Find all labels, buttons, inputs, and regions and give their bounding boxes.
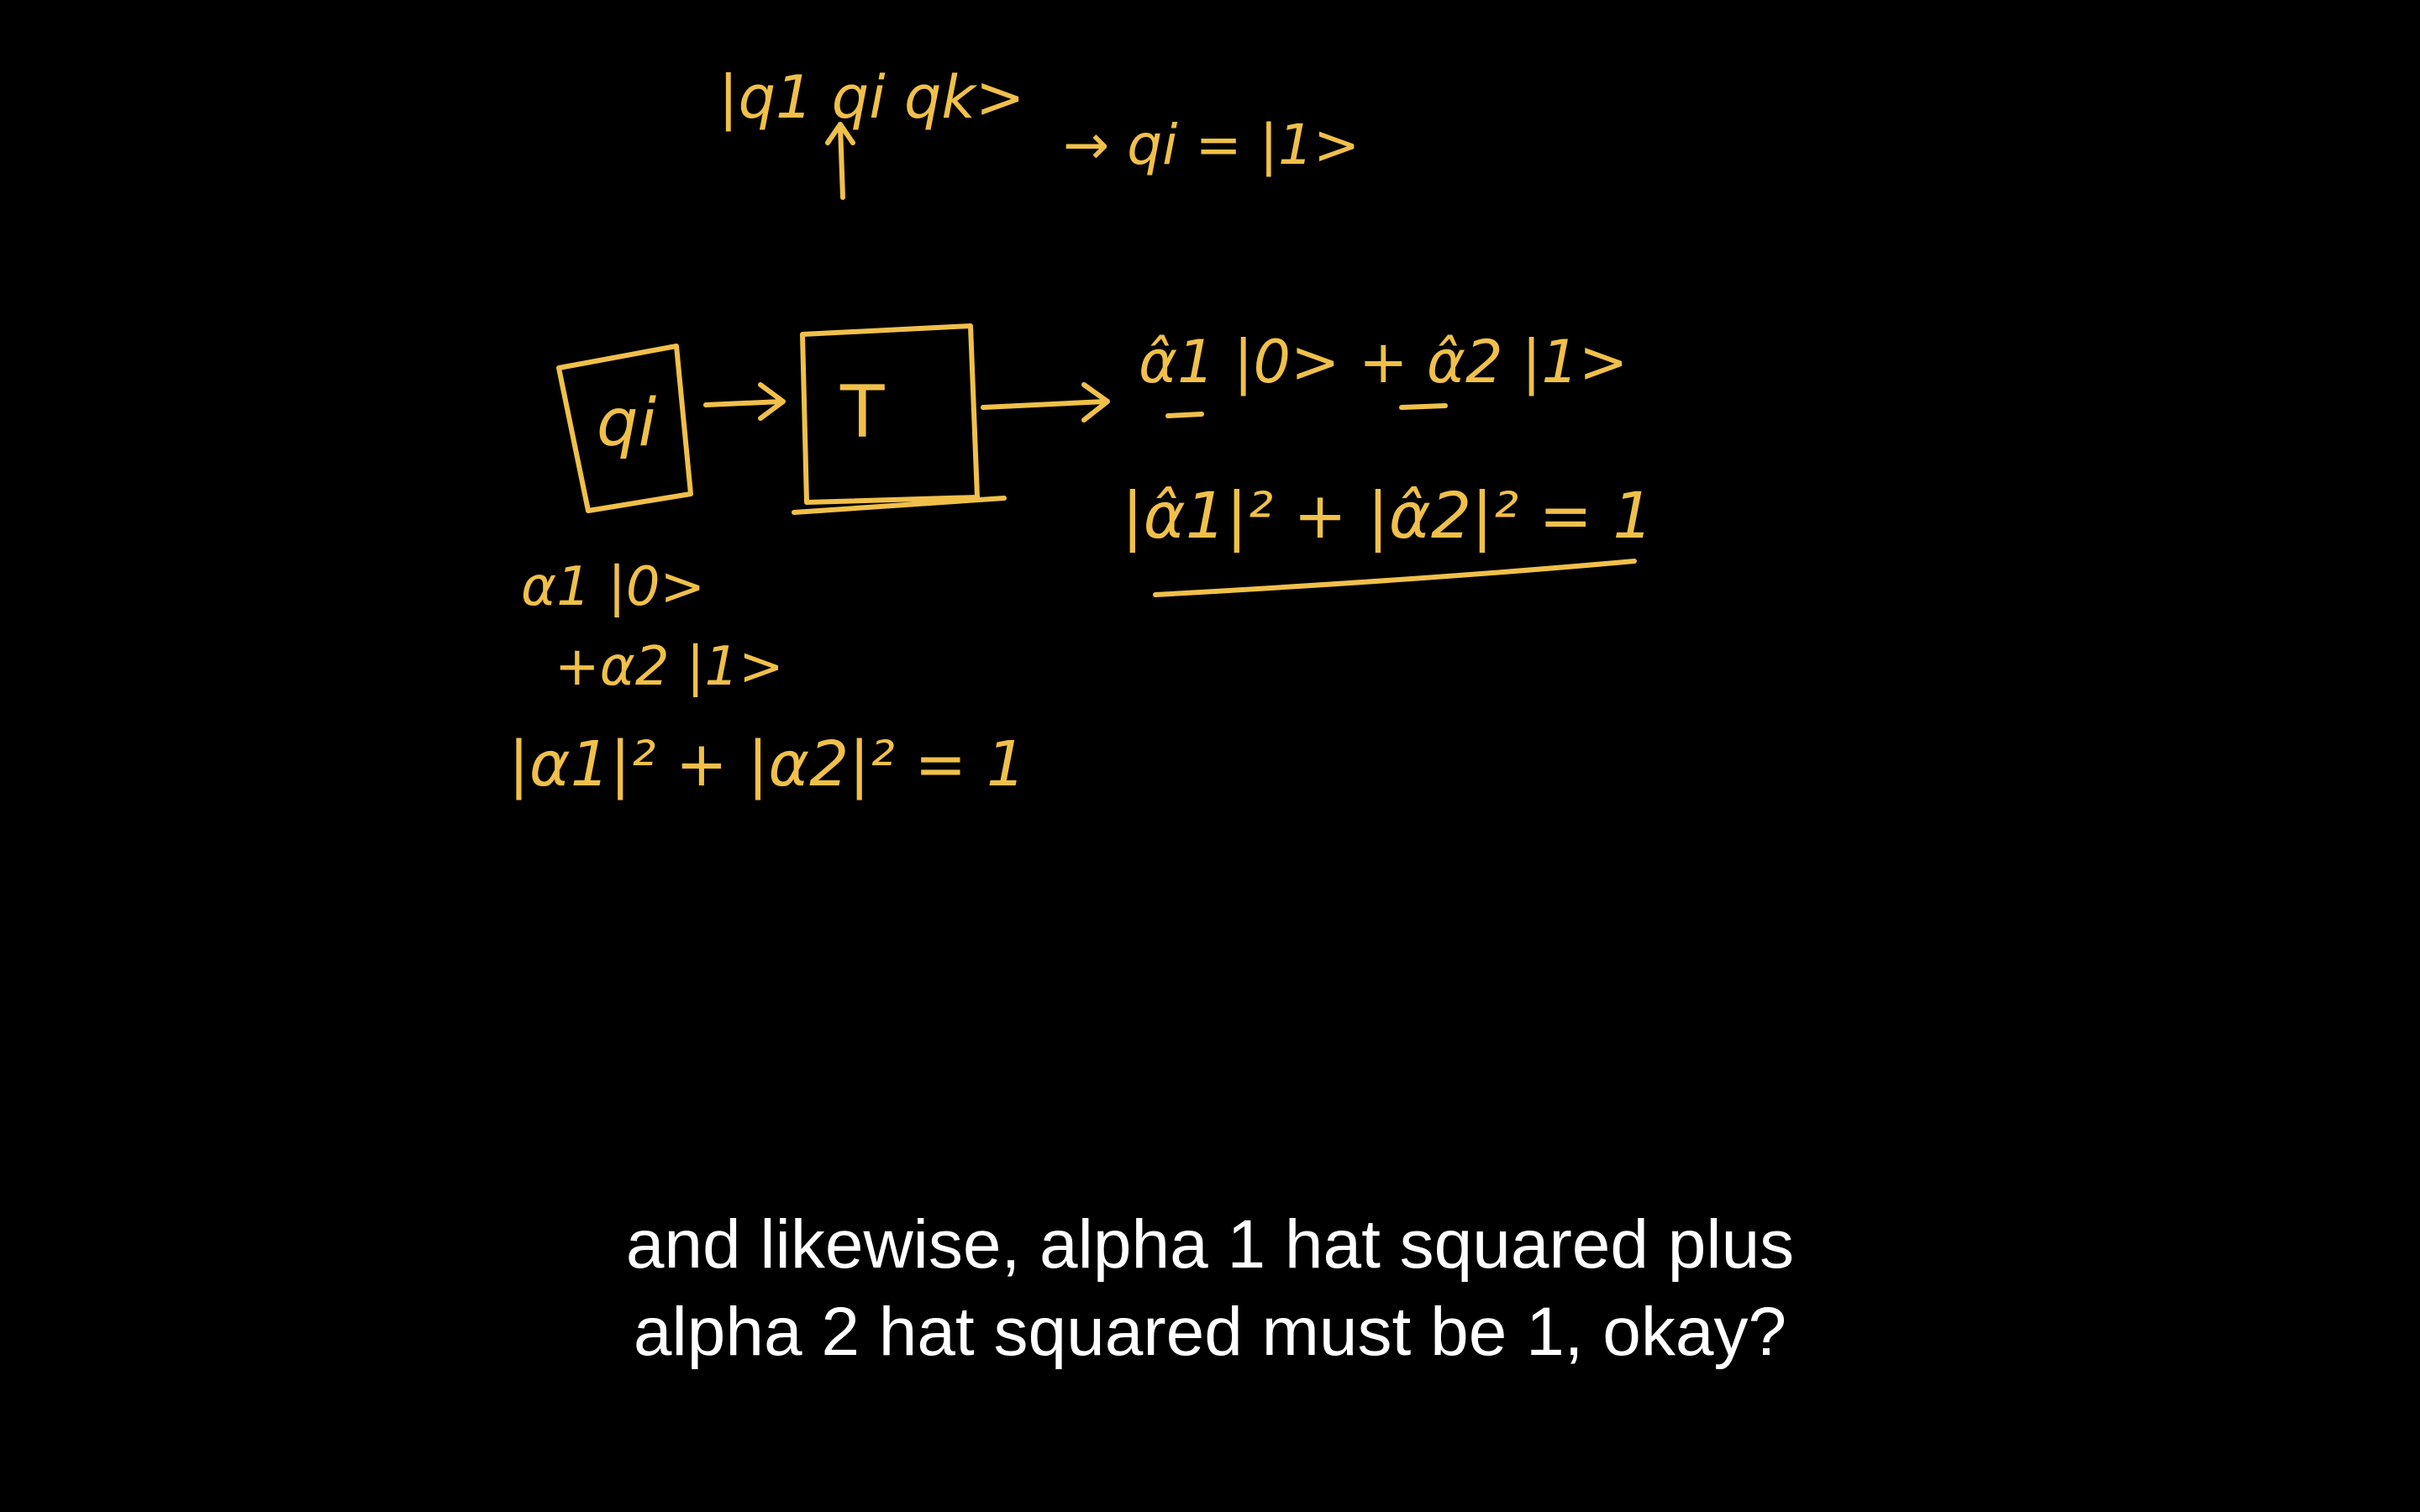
gate-box xyxy=(792,323,1007,515)
caption-line-1: and likewise, alpha 1 hat squared plus xyxy=(625,1206,1795,1283)
gate-to-output-arrow xyxy=(981,382,1110,423)
output-state: α̂1 |0> + α̂2 |1> xyxy=(1139,328,1628,396)
input-state-line1: α1 |0> xyxy=(521,556,705,618)
output-normalization: |α̂1|² + |α̂2|² = 1 xyxy=(1122,478,1654,554)
top-result: → qi = |1> xyxy=(1063,113,1360,177)
top-ket: |q1 qi qk> xyxy=(718,63,1025,132)
input-box xyxy=(556,344,693,513)
input-to-gate-arrow xyxy=(703,382,786,421)
input-normalization: |α1|² + |α2|² = 1 xyxy=(508,728,1026,801)
caption: and likewise, alpha 1 hat squared plus a… xyxy=(0,1201,2420,1376)
output-alpha2-hat-underline xyxy=(1399,403,1448,410)
gate-box-label: T xyxy=(839,370,885,454)
top-ket-pointer-arrow xyxy=(825,122,855,200)
input-box-label: qi xyxy=(597,386,657,461)
output-normalization-underline xyxy=(1153,559,1637,597)
input-state-line2: +α2 |1> xyxy=(555,636,784,698)
caption-line-2: alpha 2 hat squared must be 1, okay? xyxy=(633,1294,1787,1370)
output-alpha1-hat-underline xyxy=(1165,412,1204,418)
